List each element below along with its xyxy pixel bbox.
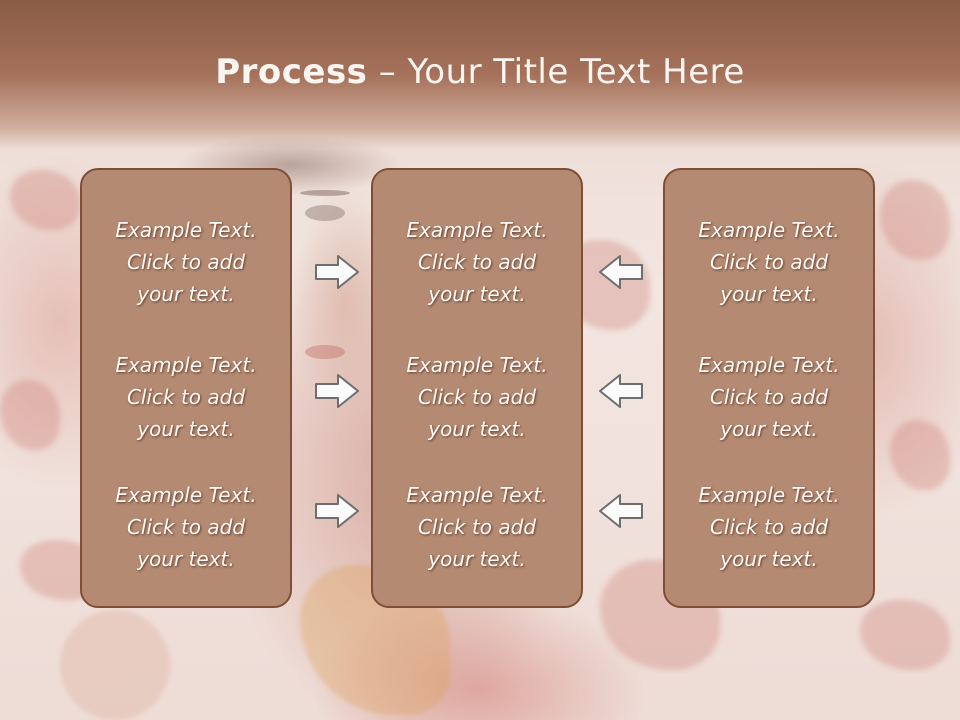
text-block[interactable]: Example Text. Click to add your text.: [373, 214, 581, 310]
text-line: your text.: [137, 547, 235, 571]
text-line: Example Text.: [115, 353, 257, 377]
process-box-center[interactable]: Example Text. Click to add your text. Ex…: [371, 168, 583, 608]
process-box-left[interactable]: Example Text. Click to add your text. Ex…: [80, 168, 292, 608]
title-bold: Process: [215, 52, 368, 92]
text-line: your text.: [137, 282, 235, 306]
text-line: Click to add: [417, 385, 537, 409]
text-line: Click to add: [709, 250, 829, 274]
text-line: your text.: [720, 547, 818, 571]
text-line: your text.: [428, 547, 526, 571]
text-line: Example Text.: [115, 483, 257, 507]
text-block[interactable]: Example Text. Click to add your text.: [82, 479, 290, 575]
text-line: Example Text.: [115, 218, 257, 242]
text-block[interactable]: Example Text. Click to add your text.: [373, 479, 581, 575]
text-block[interactable]: Example Text. Click to add your text.: [665, 214, 873, 310]
text-line: Click to add: [126, 515, 246, 539]
title-bar: [0, 0, 960, 150]
text-line: Click to add: [709, 385, 829, 409]
text-line: your text.: [720, 417, 818, 441]
text-block[interactable]: Example Text. Click to add your text.: [373, 349, 581, 445]
text-line: Example Text.: [698, 353, 840, 377]
arrow-left-icon: [599, 494, 643, 528]
slide-title[interactable]: Process – Your Title Text Here: [0, 52, 960, 92]
process-box-right[interactable]: Example Text. Click to add your text. Ex…: [663, 168, 875, 608]
text-line: Click to add: [126, 385, 246, 409]
text-line: Example Text.: [406, 353, 548, 377]
arrow-right-icon: [315, 374, 359, 408]
text-line: Click to add: [126, 250, 246, 274]
text-line: your text.: [428, 417, 526, 441]
arrow-right-icon: [315, 255, 359, 289]
text-line: Click to add: [709, 515, 829, 539]
text-line: Click to add: [417, 515, 537, 539]
text-block[interactable]: Example Text. Click to add your text.: [665, 349, 873, 445]
text-block[interactable]: Example Text. Click to add your text.: [82, 214, 290, 310]
text-line: Example Text.: [698, 483, 840, 507]
arrow-left-icon: [599, 255, 643, 289]
text-block[interactable]: Example Text. Click to add your text.: [82, 349, 290, 445]
text-line: Example Text.: [406, 218, 548, 242]
text-line: Example Text.: [406, 483, 548, 507]
text-block[interactable]: Example Text. Click to add your text.: [665, 479, 873, 575]
title-rest: – Your Title Text Here: [367, 52, 745, 92]
text-line: your text.: [720, 282, 818, 306]
text-line: your text.: [137, 417, 235, 441]
arrow-left-icon: [599, 374, 643, 408]
arrow-right-icon: [315, 494, 359, 528]
text-line: your text.: [428, 282, 526, 306]
text-line: Example Text.: [698, 218, 840, 242]
text-line: Click to add: [417, 250, 537, 274]
